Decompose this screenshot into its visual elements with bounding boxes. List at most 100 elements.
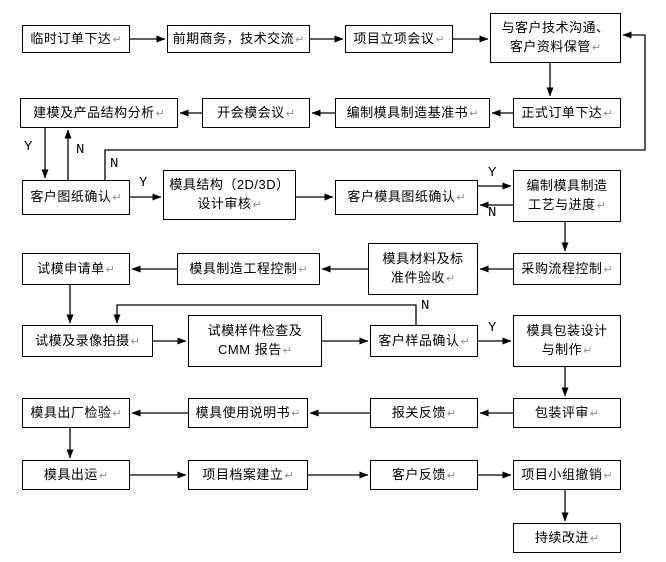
node-factory-inspect: 模具出厂检验↵: [22, 398, 130, 428]
return-mark-icon: ↵: [298, 263, 308, 276]
node-pre-business: 前期商务，技术交流↵: [167, 25, 310, 53]
node-label: 包装评审: [534, 404, 589, 420]
node-label: 项目立项会议: [353, 30, 435, 46]
return-mark-icon: ↵: [469, 107, 479, 120]
node-mfg-control: 模具制造工程控制↵: [177, 253, 320, 285]
node-customer-comm: 与客户技术沟通、 客户资料保管↵: [490, 13, 621, 63]
node-label: 编制模具制造基准书: [346, 104, 469, 120]
node-label: 模具出厂检验: [30, 404, 112, 420]
return-mark-icon: ↵: [583, 344, 593, 357]
node-sample-confirm: 客户样品确认↵: [370, 325, 478, 357]
return-mark-icon: ↵: [130, 335, 140, 348]
return-mark-icon: ↵: [456, 192, 466, 205]
node-text: 模具材料及标 准件验收↵: [382, 250, 463, 288]
return-mark-icon: ↵: [112, 192, 122, 205]
node-text: 开会模会议↵: [217, 104, 295, 123]
node-label: 模具包装设计 与制作: [526, 323, 608, 357]
node-text: 模具结构（2D/3D） 设计审核↵: [169, 176, 289, 214]
branch-label-no-sample-confirm: N: [421, 298, 430, 314]
node-label: 正式订单下达: [521, 104, 603, 120]
node-label: 采购流程控制: [521, 260, 603, 276]
node-text: 客户样品确认↵: [378, 332, 469, 351]
node-label: 客户反馈: [391, 466, 446, 482]
node-label: 开会模会议: [217, 104, 285, 120]
node-label: 模具制造工程控制: [189, 260, 298, 276]
node-text: 编制模具制造 工艺与进度↵: [526, 177, 607, 215]
branch-label-yes-modeling: Y: [24, 139, 33, 155]
return-mark-icon: ↵: [105, 263, 115, 276]
return-mark-icon: ↵: [445, 272, 456, 285]
return-mark-icon: ↵: [603, 469, 613, 482]
node-label: 模具出运: [43, 466, 98, 482]
node-text: 前期商务，技术交流↵: [173, 30, 305, 49]
return-mark-icon: ↵: [291, 407, 301, 420]
node-continuous-improve: 持续改进↵: [513, 523, 621, 553]
return-mark-icon: ↵: [591, 41, 602, 54]
node-mold-drawing-confirm: 客户模具图纸确认↵: [335, 180, 478, 215]
node-text: 模具使用说明书↵: [196, 404, 301, 423]
node-label: 与客户技术沟通、 客户资料保管: [501, 20, 610, 54]
node-mold-ship: 模具出运↵: [22, 460, 130, 490]
node-project-kickoff: 项目立项会议↵: [345, 25, 453, 53]
node-manual: 模具使用说明书↵: [188, 398, 308, 428]
node-drawing-confirm: 客户图纸确认↵: [22, 180, 130, 215]
node-label: 模具结构（2D/3D） 设计审核: [169, 177, 290, 211]
return-mark-icon: ↵: [603, 107, 613, 120]
node-label: 客户图纸确认: [30, 189, 112, 205]
node-text: 采购流程控制↵: [521, 260, 612, 279]
return-mark-icon: ↵: [295, 33, 305, 46]
branch-label-no-drawing-confirm-loop: N: [110, 156, 119, 172]
node-label: 客户样品确认: [378, 332, 460, 348]
node-text: 模具出运↵: [44, 466, 108, 485]
branch-label-yes-drawing-confirm: Y: [139, 175, 148, 191]
return-mark-icon: ↵: [112, 407, 122, 420]
node-text: 模具制造工程控制↵: [189, 260, 307, 279]
edge-drawing-confirm-to-customer-comm-no: [104, 31, 646, 180]
node-trial-record: 试模及录像拍摄↵: [22, 325, 153, 357]
node-text: 模具出厂检验↵: [30, 404, 121, 423]
node-text: 正式订单下达↵: [521, 104, 612, 123]
node-text: 试模申请单↵: [37, 260, 115, 279]
node-process-schedule: 编制模具制造 工艺与进度↵: [513, 170, 621, 222]
node-project-archive: 项目档案建立↵: [188, 460, 308, 490]
branch-label-yes-mold-drawing-confirm: Y: [488, 165, 497, 181]
node-text: 客户模具图纸确认↵: [347, 188, 465, 207]
return-mark-icon: ↵: [112, 33, 122, 46]
node-label: 项目档案建立: [202, 466, 284, 482]
node-text: 客户图纸确认↵: [30, 188, 121, 207]
return-mark-icon: ↵: [435, 33, 445, 46]
node-modeling: 建模及产品结构分析↵: [20, 98, 178, 128]
node-text: 项目立项会议↵: [353, 30, 444, 49]
node-label: 报关反馈: [391, 404, 446, 420]
node-label: 临时订单下达: [30, 30, 112, 46]
return-mark-icon: ↵: [282, 344, 292, 357]
node-label: 试模样件检查及 CMM 报告: [207, 323, 303, 357]
node-trial-request: 试模申请单↵: [22, 253, 130, 285]
return-mark-icon: ↵: [446, 407, 457, 420]
node-text: 建模及产品结构分析↵: [33, 104, 165, 123]
node-label: 编制模具制造 工艺与进度: [526, 178, 608, 212]
branch-label-no-process-schedule: N: [488, 205, 497, 221]
return-mark-icon: ↵: [596, 199, 606, 212]
node-label: 试模申请单: [37, 260, 105, 276]
return-mark-icon: ↵: [589, 407, 600, 420]
return-mark-icon: ↵: [285, 107, 295, 120]
node-text: 临时订单下达↵: [30, 30, 121, 49]
branch-label-no-drawing-confirm-up: N: [76, 142, 85, 158]
return-mark-icon: ↵: [284, 469, 294, 482]
node-text: 试模样件检查及 CMM 报告↵: [208, 322, 303, 360]
edge-sample-confirm-to-trial-record-no: [113, 304, 417, 325]
node-text: 项目档案建立↵: [202, 466, 293, 485]
node-team-disband: 项目小组撤销↵: [513, 460, 621, 490]
return-mark-icon: ↵: [603, 263, 613, 276]
return-mark-icon: ↵: [589, 532, 600, 545]
node-label: 建模及产品结构分析: [33, 104, 155, 120]
node-label: 前期商务，技术交流: [172, 30, 295, 46]
node-text: 客户反馈↵: [392, 466, 456, 485]
node-label: 项目小组撤销: [521, 466, 603, 482]
node-temp-order: 临时订单下达↵: [22, 25, 130, 53]
node-text: 模具包装设计 与制作↵: [526, 322, 607, 360]
node-text: 试模及录像拍摄↵: [35, 332, 140, 351]
return-mark-icon: ↵: [98, 469, 109, 482]
